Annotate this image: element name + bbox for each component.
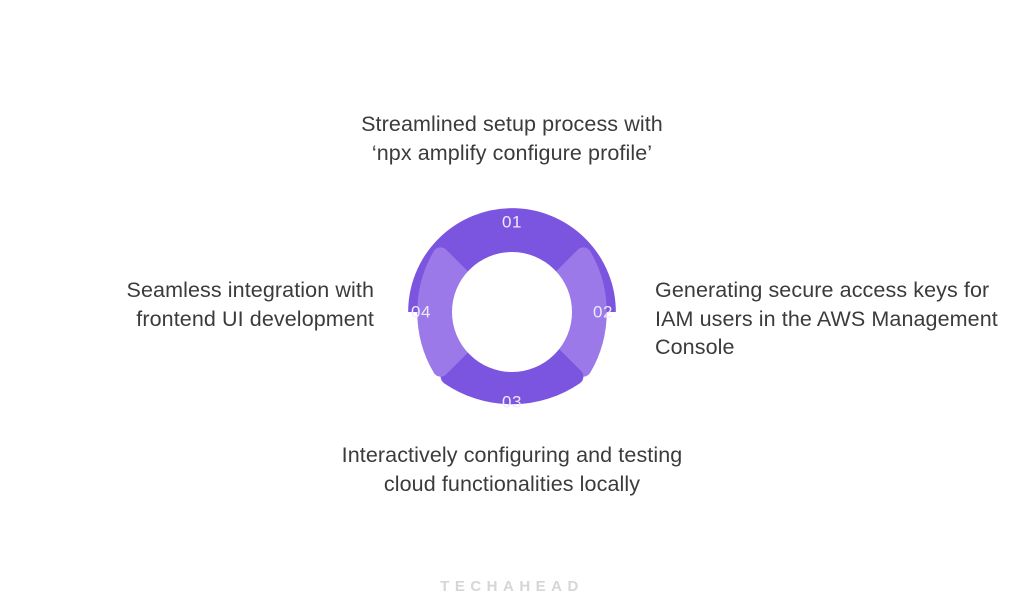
segmented-donut-diagram: 01 02 03 04	[392, 192, 632, 432]
donut-svg: 01 02 03 04	[408, 208, 616, 411]
callout-label-03: Interactively configuring and testing cl…	[341, 443, 683, 496]
segment-number-03: 03	[502, 392, 522, 411]
callout-label-04: Seamless integration with frontend UI de…	[126, 278, 374, 331]
segment-number-01: 01	[502, 212, 522, 231]
segment-number-02: 02	[593, 302, 613, 321]
brand-wordmark: TECHAHEAD	[440, 578, 584, 595]
segment-number-04: 04	[411, 302, 431, 321]
callout-label-01: Streamlined setup process with ‘npx ampl…	[361, 112, 663, 165]
callout-label-02: Generating secure access keys for IAM us…	[655, 278, 998, 359]
donut-center-hole	[452, 252, 572, 372]
